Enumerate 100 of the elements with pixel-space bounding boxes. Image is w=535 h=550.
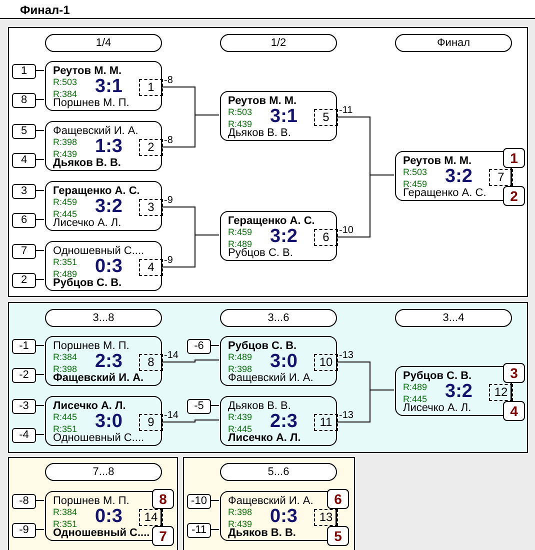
seed-number-box: 1 [12, 64, 36, 79]
seed-number-box: -5 [187, 399, 211, 414]
rating-text: R:384 [53, 507, 78, 517]
rating-text: R:459 [403, 179, 428, 189]
edge-label: -8 [164, 76, 173, 86]
player-name: Рубцов С. В. [228, 247, 293, 259]
round-header: 3...8 [45, 309, 162, 327]
rating-text: R:398 [53, 364, 78, 374]
connector-line [336, 390, 394, 422]
connector-line [34, 529, 44, 530]
connector-line [210, 345, 220, 346]
connector-line [34, 374, 44, 375]
place-badge: 6 [327, 489, 349, 509]
edge-label: -14 [164, 411, 178, 421]
rating-text: R:439 [228, 519, 252, 529]
connector-line [34, 130, 44, 131]
player-name: Лисечко А. Л. [403, 402, 472, 414]
player-name: Фащевский И. А. [228, 372, 314, 384]
connector-line [160, 234, 220, 268]
player-name: Дьяков В. В. [228, 527, 296, 539]
player-name: Реутов М. М. [403, 155, 472, 167]
match-card [45, 396, 162, 446]
score-text: 2:3 [95, 352, 122, 371]
score-text: 3:2 [445, 382, 472, 401]
player-name: Лисечко А. Л. [53, 217, 122, 229]
rating-text: R:351 [53, 424, 78, 434]
rating-text: R:445 [53, 412, 78, 422]
seed-number-box: 4 [12, 153, 36, 168]
score-text: 0:3 [270, 507, 298, 526]
player-name: Дьяков В. В. [228, 127, 291, 139]
seed-number-box: -9 [12, 523, 36, 538]
connector-line [34, 190, 44, 191]
rating-text: R:445 [403, 394, 428, 404]
round-header: Финал [395, 34, 512, 52]
player-name: Фащевский И. А. [228, 495, 314, 507]
edge-label: -9 [164, 256, 173, 266]
round-header: 1/2 [220, 34, 337, 52]
place-badge: 7 [152, 526, 174, 546]
connector-line [160, 114, 220, 148]
player-name: Поршнев М. П. [53, 340, 130, 352]
rating-text: R:459 [228, 227, 252, 237]
player-name: Рубцов С. В. [403, 370, 472, 382]
round-header: 3...4 [395, 309, 512, 327]
seed-number-box: -6 [187, 339, 211, 354]
place-badge: 8 [152, 489, 174, 509]
player-name: Поршнев М. П. [53, 495, 130, 507]
match-card [45, 121, 162, 171]
place-badge: 3 [503, 363, 525, 383]
rating-text: R:489 [403, 382, 428, 392]
connector-line [160, 508, 162, 516]
rating-text: R:503 [228, 107, 252, 117]
score-text: 3:2 [445, 167, 472, 186]
seed-number-box: 5 [12, 124, 36, 139]
rating-text: R:398 [53, 137, 78, 147]
round-header: 7...8 [45, 463, 162, 481]
rating-text: R:503 [53, 77, 78, 87]
score-text: 3:1 [270, 107, 298, 126]
bracket-panel [8, 27, 528, 297]
edge-label: -10 [339, 226, 354, 236]
connector-line [210, 405, 220, 406]
player-name: Геращенко А. С. [53, 185, 140, 197]
connector-line [34, 99, 44, 100]
seed-number-box: 2 [12, 273, 36, 288]
edge-label: -13 [339, 411, 354, 421]
match-number-box: 6 [314, 229, 338, 246]
connector-line [160, 515, 162, 526]
match-card [45, 336, 162, 386]
score-text: 3:0 [270, 352, 298, 371]
connector-line [34, 279, 44, 280]
match-number-box: 11 [314, 414, 338, 431]
edge-label: -9 [164, 196, 173, 206]
connector-line [210, 500, 220, 501]
rating-text: R:489 [228, 352, 252, 362]
match-number-box: 10 [314, 354, 338, 371]
connector-line [510, 390, 512, 400]
match-number-box: 5 [314, 109, 338, 126]
connector-line [210, 529, 220, 530]
round-header: 1/4 [45, 34, 162, 52]
rating-text: R:398 [228, 364, 252, 374]
round-header: 3...6 [220, 309, 337, 327]
score-text: 1:3 [95, 137, 122, 156]
player-name: Одношевный С.... [53, 245, 144, 257]
seed-number-box: -2 [12, 368, 36, 383]
connector-line [510, 175, 512, 186]
player-name: Рубцов С. В. [53, 277, 122, 289]
player-name: Лисечко А. Л. [228, 432, 301, 444]
connector-line [160, 420, 220, 422]
edge-label: -11 [339, 106, 353, 116]
place-badge: 4 [503, 401, 525, 421]
rating-text: R:445 [228, 424, 252, 434]
player-name: Реутов М. М. [53, 65, 122, 77]
seed-number-box: -10 [187, 494, 211, 509]
connector-line [160, 360, 220, 362]
match-number-box: 2 [139, 139, 163, 156]
rating-text: R:398 [228, 507, 252, 517]
connector-line [510, 382, 512, 391]
score-text: 0:3 [95, 257, 122, 276]
edge-label: -13 [339, 351, 354, 361]
connector-line [34, 219, 44, 220]
seed-number-box: -11 [187, 523, 211, 538]
